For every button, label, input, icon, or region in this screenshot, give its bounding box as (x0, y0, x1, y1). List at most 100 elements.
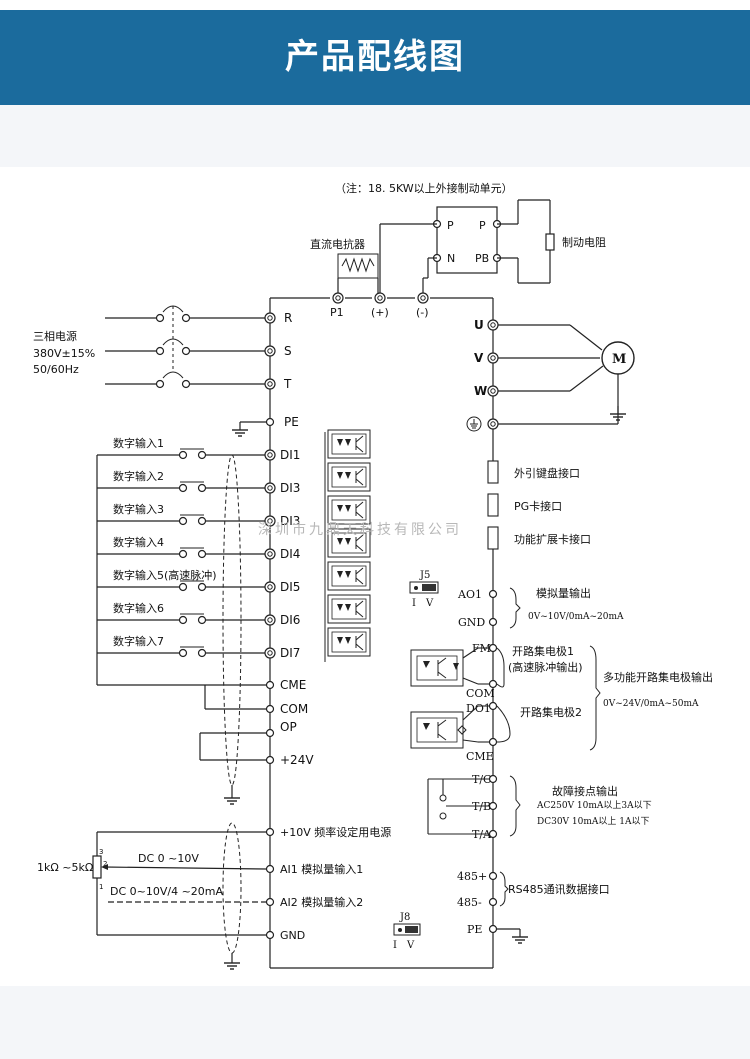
ao1-label: AO1 (457, 588, 482, 601)
di-row-6 (97, 613, 276, 626)
pot-pin-1: 1 (99, 883, 103, 891)
di-label-1: 数字输入1 (113, 436, 164, 450)
di-row-5 (97, 580, 276, 593)
terminal-pe: PE (284, 415, 299, 429)
terminal-w: W (474, 384, 487, 398)
di-row-3 (97, 514, 276, 527)
di-label-7: 数字输入7 (113, 634, 164, 648)
terminal-minus: (-) (416, 306, 429, 319)
j8-v: V (406, 940, 415, 951)
braking-unit: P N P PB (379, 199, 555, 298)
terminal-24v: +24V (280, 753, 314, 767)
relay-title: 故障接点输出 (552, 784, 618, 798)
rs485-plus: 485+ (457, 870, 487, 883)
terminal-op: OP (280, 720, 297, 734)
j5-v: V (425, 598, 434, 609)
inverter-box (269, 297, 494, 969)
fm-desc-2: (高速脉冲输出) (508, 660, 583, 674)
terminal-di5: DI5 (280, 580, 300, 594)
power-label-2: 380V±15% (33, 347, 95, 360)
j5-label: J5 (419, 570, 430, 581)
terminal-di2: DI3 (280, 481, 300, 495)
bottom-band (0, 986, 750, 1059)
terminal-di6: DI6 (280, 613, 300, 627)
dc-reactor: 直流电抗器 (310, 237, 379, 298)
relay-spec-2: DC30V 10mA以上 1A以下 (537, 816, 650, 827)
do1-desc: 开路集电极2 (520, 705, 582, 719)
common-terminals: CME COM OP +24V (199, 678, 314, 767)
ao-range: 0V~10V/0mA~20mA (528, 612, 624, 622)
jumper-j8: J8 I V (393, 912, 421, 951)
relay-output: T/C T/B T/A 故障接点输出 AC250V 10mA以上3A以下 DC3… (427, 773, 652, 841)
watermark: 深圳市九鼎天科技有限公司 (258, 521, 462, 538)
j8-i: I (393, 940, 397, 951)
motor-output: U V W M (466, 318, 635, 432)
oc-com-label: COM (466, 687, 495, 700)
optocoupler-array (324, 429, 371, 662)
di-row-7 (97, 646, 276, 659)
oc-group-label: 多功能开路集电极输出 (603, 670, 713, 684)
unit-p-left: P (447, 219, 454, 232)
rs485: 485+ 485- PE RS485通讯数据接口 (457, 870, 610, 944)
pot-pin-3: 3 (99, 848, 103, 856)
pot-pin-2: 2 (103, 860, 107, 868)
wiring-diagram: （注：18. 5KW以上外接制动单元） P N P PB 制动电阻 直流电抗器 (33, 181, 713, 970)
ao-title: 模拟量输出 (536, 586, 591, 600)
ai-gnd-label: GND (280, 929, 305, 942)
di-row-4 (97, 547, 276, 560)
analog-output: AO1 GND 模拟量输出 0V~10V/0mA~20mA (457, 586, 624, 629)
range2-label: DC 0~10V/4 ~20mA (110, 885, 224, 898)
keyboard-port-label: 外引键盘接口 (514, 466, 580, 480)
ai1-label: AI1 模拟量输入1 (280, 862, 363, 876)
terminal-t: T (283, 377, 292, 391)
interface-ports: 外引键盘接口 PG卡接口 功能扩展卡接口 (487, 460, 591, 550)
di-label-3: 数字输入3 (113, 502, 164, 516)
oc-group-range: 0V~24V/0mA~50mA (603, 699, 699, 709)
ext-port-label: 功能扩展卡接口 (514, 532, 591, 546)
rs485-label: RS485通讯数据接口 (508, 882, 610, 896)
power-input: 三相电源 380V±15% 50/60Hz (33, 305, 265, 389)
ai2-label: AI2 模拟量输入2 (280, 895, 363, 909)
range1-label: DC 0 ~10V (138, 852, 199, 865)
terminal-di7: DI7 (280, 646, 300, 660)
braking-note: （注：18. 5KW以上外接制动单元） (335, 181, 513, 195)
terminal-v: V (474, 351, 484, 365)
dc-terminals: P1 (+) (-) (330, 292, 429, 319)
di-label-2: 数字输入2 (113, 469, 164, 483)
terminal-r: R (284, 311, 292, 325)
ai-v10-label: +10V 频率设定用电源 (280, 825, 391, 839)
unit-n-left: N (447, 252, 455, 265)
ao-gnd-label: GND (458, 616, 485, 629)
pot-label: 1kΩ ~5kΩ (37, 861, 93, 874)
analog-inputs: +10V 频率设定用电源 AI1 模拟量输入1 AI2 模拟量输入2 GND 1… (37, 822, 391, 970)
relay-spec-1: AC250V 10mA以上3A以下 (536, 800, 652, 811)
terminal-di3: DI3 (280, 514, 300, 528)
page-title: 产品配线图 (285, 37, 465, 77)
open-collector: FM COM DO1 CME 开路集电极1 (高速脉冲输出) 开路集电极2 多功… (410, 642, 713, 763)
resistor-label: 制动电阻 (562, 236, 606, 249)
reactor-label: 直流电抗器 (310, 237, 365, 251)
di-label-5: 数字输入5(高速脉冲) (113, 568, 217, 582)
di-row-1 (97, 448, 276, 461)
terminal-di1: DI1 (280, 448, 300, 462)
top-band (0, 105, 750, 167)
unit-pb-right: PB (475, 252, 489, 265)
j8-label: J8 (399, 912, 410, 923)
motor-symbol (601, 341, 635, 375)
terminal-com: COM (280, 702, 308, 716)
terminal-cme: CME (280, 678, 306, 692)
jumper-j5: J5 I V (409, 570, 439, 609)
terminal-plus: (+) (371, 306, 389, 319)
power-label-1: 三相电源 (33, 329, 77, 343)
header-bar: 产品配线图 (0, 10, 750, 105)
left-power-terminals: R S T PE (231, 311, 299, 437)
terminal-di4: DI4 (280, 547, 300, 561)
pg-port-label: PG卡接口 (514, 500, 562, 513)
di-label-6: 数字输入6 (113, 601, 164, 615)
rs485-pe: PE (467, 923, 482, 936)
terminal-s: S (284, 344, 292, 358)
fm-desc-1: 开路集电极1 (512, 644, 574, 658)
j5-i: I (412, 598, 416, 609)
terminal-u: U (474, 318, 484, 332)
di-label-4: 数字输入4 (113, 535, 164, 549)
